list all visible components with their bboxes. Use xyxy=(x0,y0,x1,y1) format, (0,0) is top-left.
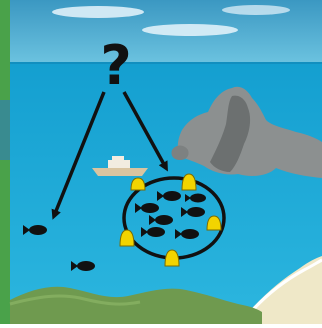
cloud xyxy=(142,24,238,36)
buoy xyxy=(131,178,145,190)
left-land-strip xyxy=(0,0,10,324)
cloud xyxy=(222,5,290,15)
buoy xyxy=(182,174,196,190)
buoy xyxy=(165,250,179,266)
left-land-strip-shade xyxy=(0,100,10,160)
question-mark: ? xyxy=(96,38,136,94)
buoy xyxy=(120,230,134,246)
cloud xyxy=(52,6,144,18)
buoy xyxy=(207,216,221,230)
